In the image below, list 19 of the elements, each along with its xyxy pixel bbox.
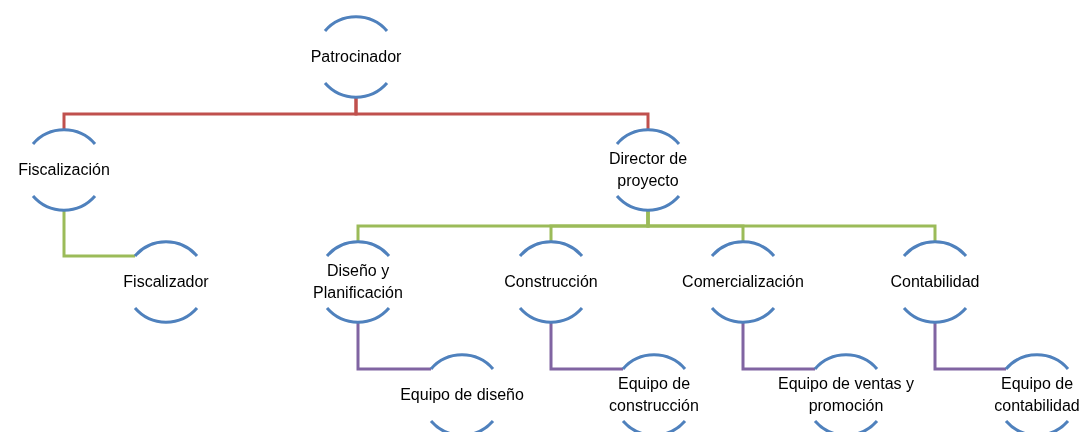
node-label: Equipo de contabilidad [993,374,1081,416]
connector-line [933,323,1006,371]
node-label: Construcción [504,272,598,292]
node-label: Patrocinador [310,47,402,67]
connector-line [549,323,623,371]
node-label: Equipo de construcción [608,374,700,416]
connector-line [356,323,431,371]
node-label: Contabilidad [890,272,980,292]
node-label: Equipo de diseño [400,385,524,405]
node-label: Fiscalizador [123,272,209,292]
connector-line [741,323,815,371]
node-label: Comercialización [682,272,804,292]
connector-line [646,211,937,241]
node-label: Equipo de ventas y promoción [776,374,916,416]
node-label: Fiscalización [18,160,110,180]
node-label: Diseño y Planificación [312,261,404,303]
connector-line [62,211,135,258]
node-label: Director de proyecto [607,149,689,191]
connector-line [354,98,650,129]
